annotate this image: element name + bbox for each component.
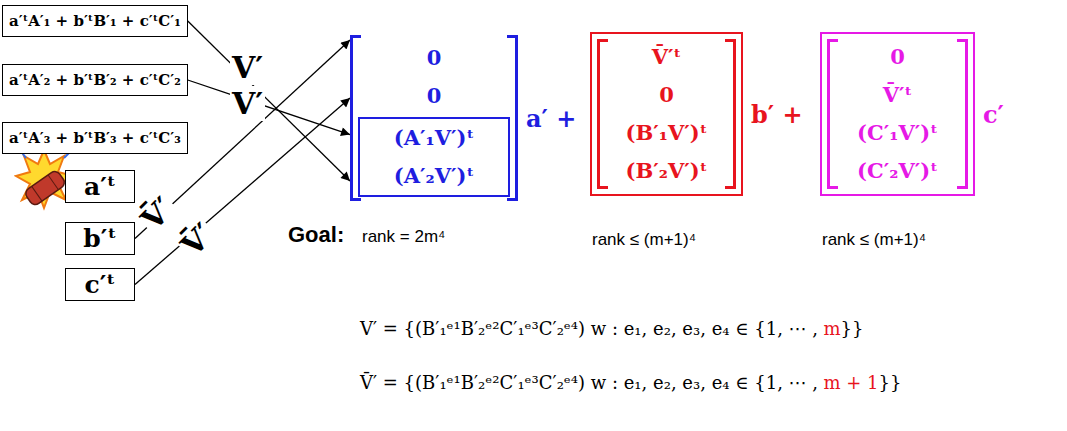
node-text: a′ᵗA′₂ + b′ᵗB′₂ + c′ᵗC′₂ — [9, 71, 181, 89]
node-text: a′ᵗ — [76, 172, 124, 201]
node-text: (B′₁V′)ᵗ — [614, 114, 719, 152]
formula-part: }} — [879, 372, 902, 393]
highlight-box: (A′₁V′)ᵗ(A′₂V′)ᵗ — [358, 117, 510, 197]
dynamite — [24, 169, 67, 207]
formula-part: m — [823, 318, 840, 339]
vector-label: a′ + — [526, 104, 576, 133]
vector-label: b′ + — [751, 100, 803, 129]
formula-part: }} — [841, 318, 864, 339]
node-text: (C′₂V′)ᵗ — [844, 152, 951, 190]
arrow-connector — [188, 80, 350, 135]
node-text: a′ᵗA′₁ + b′ᵗB′₁ + c′ᵗC′₁ — [9, 12, 181, 30]
node-text: 0 — [614, 76, 719, 114]
node-text: (A′₁V′)ᵗ — [364, 119, 504, 157]
node-text: (A′₂V′)ᵗ — [364, 157, 504, 195]
node-text: b′ᵗ — [76, 224, 124, 253]
node-text: 0 — [844, 38, 951, 76]
formula-part: V̄′ = {(B′₁ᵉ¹B′₂ᵉ²C′₁ᵉ³C′₂ᵉ⁴) w : e₁, e₂… — [360, 372, 818, 393]
node-text: (C′₁V′)ᵗ — [844, 114, 951, 152]
set-definition: V̄′ = {(B′₁ᵉ¹B′₂ᵉ²C′₁ᵉ³C′₂ᵉ⁴) w : e₁, e₂… — [360, 372, 901, 393]
matrix-bracket: 00(A′₁V′)ᵗ(A′₂V′)ᵗ — [350, 35, 518, 201]
rank-note: rank = 2m⁴ — [362, 227, 445, 247]
vector-box: a′ᵗ — [65, 170, 135, 203]
arrow-connector — [188, 21, 350, 181]
edge-label: V′ — [230, 50, 265, 85]
equation-box: a′ᵗA′₂ + b′ᵗB′₂ + c′ᵗC′₂ — [2, 64, 188, 96]
equation-box: a′ᵗA′₃ + b′ᵗB′₃ + c′ᵗC′₃ — [2, 122, 188, 154]
node-text: c′ᵗ — [76, 270, 124, 299]
vector-label: c′ — [983, 100, 1004, 129]
formula-part: m + 1 — [823, 372, 878, 393]
edge-label: V′ — [230, 86, 265, 121]
rank-note: rank ≤ (m+1)⁴ — [592, 230, 696, 250]
vector-box: c′ᵗ — [65, 268, 135, 301]
goal-label: Goal: — [288, 222, 344, 248]
rank-note: rank ≤ (m+1)⁴ — [822, 230, 926, 250]
node-text: (B′₂V′)ᵗ — [614, 152, 719, 190]
formula-part: V′ = {(B′₁ᵉ¹B′₂ᵉ²C′₁ᵉ³C′₂ᵉ⁴) w : e₁, e₂,… — [360, 318, 818, 339]
vector-box: b′ᵗ — [65, 222, 135, 255]
node-text: V̄′ᵗ — [844, 76, 951, 114]
matrix-frame: 0V̄′ᵗ(C′₁V′)ᵗ(C′₂V′)ᵗ — [820, 32, 975, 196]
node-text: 0 — [372, 39, 496, 77]
node-text: a′ᵗA′₃ + b′ᵗB′₃ + c′ᵗC′₃ — [9, 129, 181, 147]
edge-label: V̄′ — [173, 215, 223, 265]
matrix-frame: V̄′ᵗ0(B′₁V′)ᵗ(B′₂V′)ᵗ — [590, 32, 743, 196]
node-text: V̄′ᵗ — [614, 38, 719, 76]
edge-label: V̄′ — [133, 189, 183, 239]
set-definition: V′ = {(B′₁ᵉ¹B′₂ᵉ²C′₁ᵉ³C′₂ᵉ⁴) w : e₁, e₂,… — [360, 318, 863, 339]
equation-box: a′ᵗA′₁ + b′ᵗB′₁ + c′ᵗC′₁ — [2, 5, 188, 37]
node-text: 0 — [372, 77, 496, 115]
